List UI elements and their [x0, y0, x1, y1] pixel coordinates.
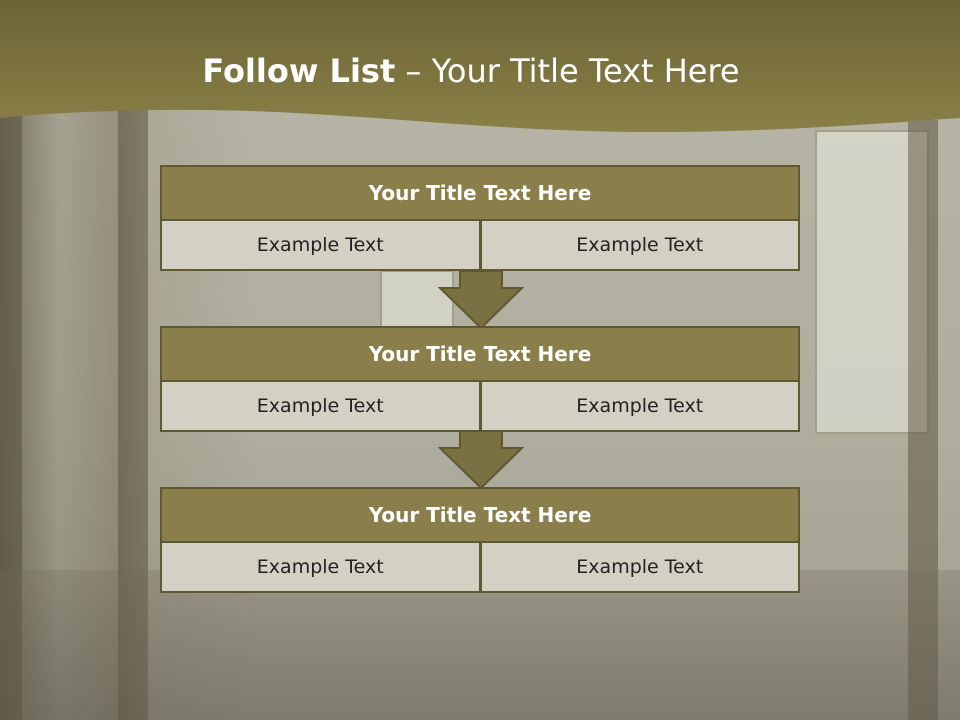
background-floor	[0, 570, 960, 720]
flow-block-row: Example Text Example Text	[160, 543, 800, 593]
flow-block-cell-left: Example Text	[160, 543, 481, 593]
flow-block-1: Your Title Text Here Example Text Exampl…	[160, 165, 800, 271]
page-title-rest: – Your Title Text Here	[405, 52, 740, 90]
flow-block-title: Your Title Text Here	[160, 165, 800, 221]
flow-block-row: Example Text Example Text	[160, 382, 800, 432]
flow-block-cell-right: Example Text	[480, 382, 800, 432]
flow-block-3: Your Title Text Here Example Text Exampl…	[160, 487, 800, 593]
down-arrow-icon	[438, 270, 524, 330]
flow-block-title: Your Title Text Here	[160, 326, 800, 382]
page-title: Follow List – Your Title Text Here	[0, 52, 942, 90]
flow-block-cell-right: Example Text	[480, 543, 800, 593]
flow-block-cell-right: Example Text	[480, 221, 800, 271]
header-wave-shape	[0, 0, 960, 133]
flow-block-cell-left: Example Text	[160, 221, 481, 271]
background-post	[0, 110, 22, 720]
page-title-bold: Follow List	[202, 52, 396, 90]
flow-block-cell-left: Example Text	[160, 382, 481, 432]
header-band: Follow List – Your Title Text Here	[0, 0, 960, 140]
flow-block-row: Example Text Example Text	[160, 221, 800, 271]
down-arrow-icon	[438, 430, 524, 490]
flow-block-2: Your Title Text Here Example Text Exampl…	[160, 326, 800, 432]
flow-block-title: Your Title Text Here	[160, 487, 800, 543]
background-window	[815, 130, 929, 434]
